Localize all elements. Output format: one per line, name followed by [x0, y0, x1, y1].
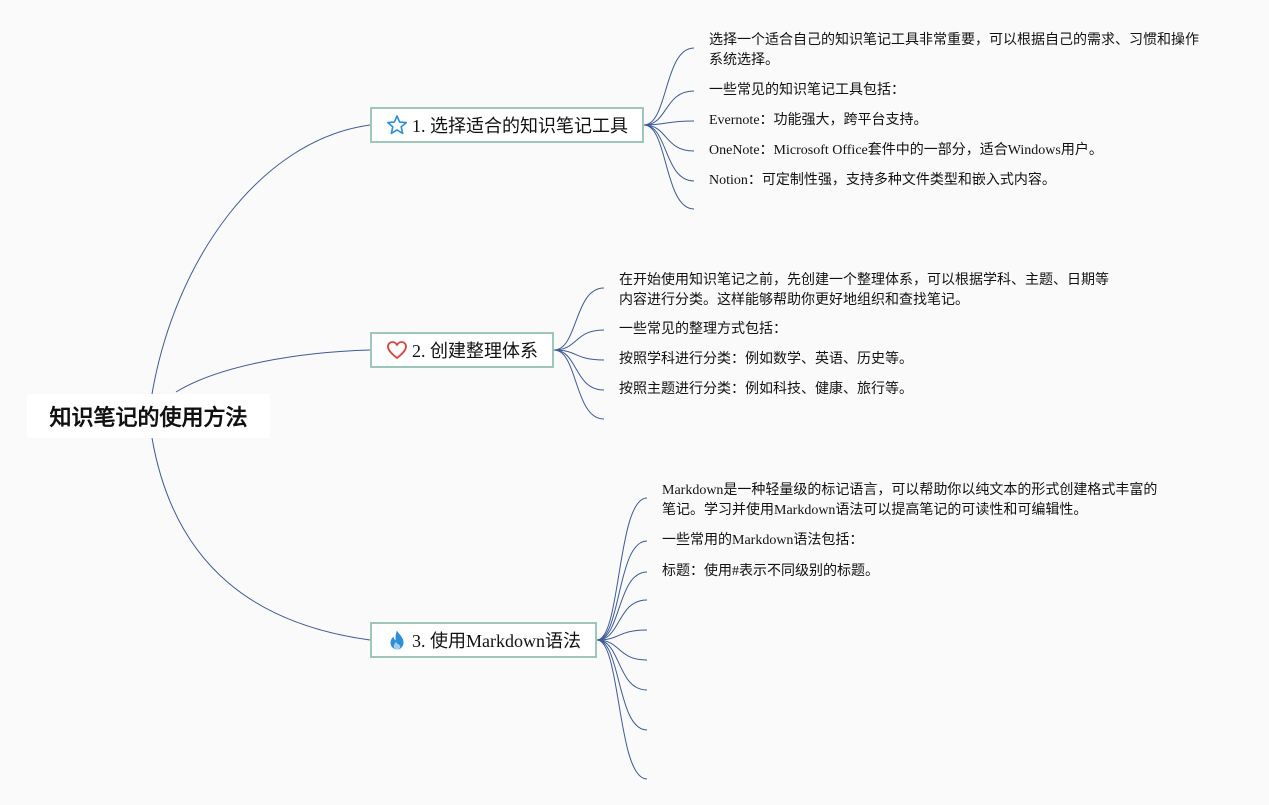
- star-icon: [386, 114, 408, 136]
- leaf-link-3-7: [596, 639, 648, 691]
- leaf-note[interactable]: 一些常见的知识笔记工具包括：: [709, 83, 905, 98]
- leaf-note[interactable]: OneNote：Microsoft Office套件中的一部分，适合Window…: [709, 143, 1103, 158]
- leaf-link-3-1: [596, 497, 648, 641]
- leaf-note[interactable]: Notion：可定制性强，支持多种文件类型和嵌入式内容。: [709, 173, 1056, 188]
- leaf-note[interactable]: 选择一个适合自己的知识笔记工具非常重要，可以根据自己的需求、习惯和操作 系统选择…: [709, 33, 1199, 68]
- branch-topic-organize[interactable]: 2. 创建整理体系: [370, 332, 554, 368]
- leaf-link-1-1: [643, 47, 695, 126]
- leaf-note[interactable]: Markdown是一种轻量级的标记语言，可以帮助你以纯文本的形式创建格式丰富的 …: [662, 483, 1158, 518]
- leaf-note[interactable]: 一些常见的整理方式包括：: [619, 322, 787, 337]
- root-link-1: [151, 124, 371, 395]
- leaf-link-3-9: [596, 639, 648, 780]
- root-topic-label: 知识笔记的使用方法: [49, 406, 248, 431]
- root-link-3: [151, 437, 371, 641]
- leaf-link-2-4: [553, 349, 605, 391]
- leaf-link-3-4: [596, 599, 648, 641]
- branch-label: 1. 选择适合的知识笔记工具: [412, 116, 628, 136]
- flame-icon: [386, 629, 408, 651]
- leaf-note[interactable]: Evernote：功能强大，跨平台支持。: [709, 113, 928, 128]
- leaf-note[interactable]: 标题：使用#表示不同级别的标题。: [662, 564, 879, 579]
- leaf-link-3-6: [596, 639, 648, 661]
- leaf-link-2-2: [553, 329, 605, 351]
- leaf-note[interactable]: 按照学科进行分类：例如数学、英语、历史等。: [619, 352, 913, 367]
- leaf-link-3-8: [596, 639, 648, 731]
- heart-icon: [386, 339, 408, 361]
- branch-topic-tools[interactable]: 1. 选择适合的知识笔记工具: [370, 107, 644, 143]
- leaf-link-1-6: [643, 124, 695, 210]
- leaf-note[interactable]: 按照主题进行分类：例如科技、健康、旅行等。: [619, 382, 913, 397]
- leaf-link-2-1: [553, 287, 605, 351]
- branch-label: 2. 创建整理体系: [412, 341, 538, 361]
- leaf-link-1-4: [643, 124, 695, 152]
- root-link-2: [175, 349, 371, 393]
- branch-label: 3. 使用Markdown语法: [412, 631, 581, 651]
- leaf-link-1-2: [643, 90, 695, 126]
- leaf-link-1-5: [643, 124, 695, 182]
- leaf-link-3-3: [596, 571, 648, 641]
- leaf-link-3-2: [596, 540, 648, 641]
- leaf-link-2-3: [553, 349, 605, 361]
- leaf-link-3-5: [596, 629, 648, 641]
- root-topic[interactable]: 知识笔记的使用方法: [27, 394, 270, 438]
- leaf-note[interactable]: 在开始使用知识笔记之前，先创建一个整理体系，可以根据学科、主题、日期等 内容进行…: [619, 273, 1109, 308]
- branch-topic-markdown[interactable]: 3. 使用Markdown语法: [370, 622, 597, 658]
- leaf-note[interactable]: 一些常用的Markdown语法包括：: [662, 533, 864, 548]
- leaf-link-2-5: [553, 349, 605, 420]
- leaf-link-1-3: [643, 120, 695, 126]
